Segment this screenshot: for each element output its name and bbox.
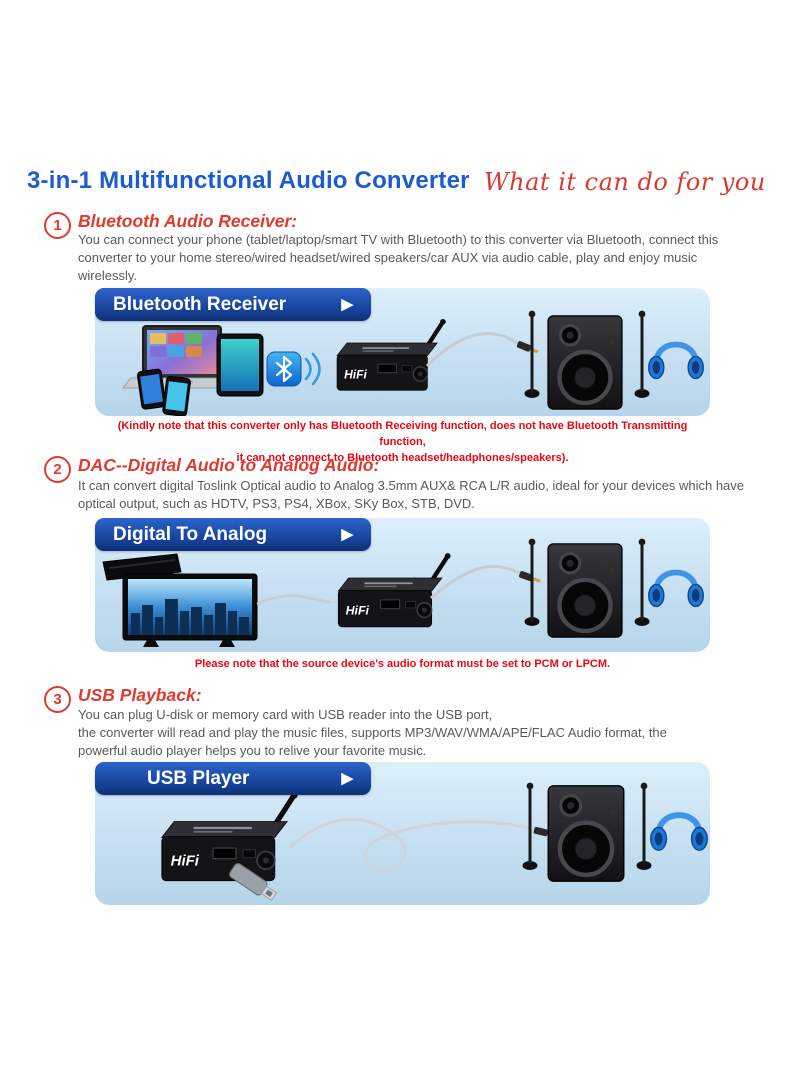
headphones-icon — [649, 573, 704, 607]
tagline: What it can do for you — [484, 168, 766, 196]
section-3-body: You can plug U-disk or memory card with … — [78, 707, 667, 758]
audio-cable — [289, 817, 540, 871]
usb-flash-drive-icon — [229, 863, 278, 902]
illustration-bluetooth-panel: Bluetooth Receiver ▶ — [95, 288, 710, 416]
signal-wave-icon — [311, 352, 321, 386]
note-line: (Kindly note that this converter only ha… — [117, 420, 688, 448]
banner-usb-player: USB Player ▶ — [95, 762, 371, 795]
banner-digital-to-analog: Digital To Analog ▶ — [95, 518, 371, 551]
note-line: Please note that the source device's aud… — [194, 658, 611, 670]
banner-arrow-icon: ▶ — [341, 296, 353, 313]
illustration-dac-panel: Digital To Analog ▶ — [95, 518, 710, 652]
section-1-heading: Bluetooth Audio Receiver: — [78, 211, 298, 231]
aux-plug-icon — [518, 570, 542, 585]
bluetooth-illustration — [121, 310, 710, 416]
bluetooth-icon — [266, 351, 321, 387]
converter-icon — [338, 553, 450, 627]
section-1-number: 1 — [44, 212, 71, 239]
illustration-usb-panel: USB Player ▶ — [95, 762, 710, 905]
converter-icon — [162, 792, 298, 881]
banner-arrow-icon: ▶ — [341, 526, 353, 543]
optical-cable — [256, 594, 332, 606]
note-dac: Please note that the source device's aud… — [95, 657, 710, 673]
speaker-icon — [548, 544, 622, 637]
headphones-icon — [651, 815, 707, 850]
antenna-icon — [524, 310, 540, 398]
antenna-icon — [634, 310, 650, 398]
banner-label: Digital To Analog — [113, 523, 268, 545]
note-line: it can not connect to Bluetooth headset/… — [236, 451, 569, 464]
speaker-icon — [548, 316, 622, 409]
antenna-icon — [524, 538, 540, 626]
section-2-body: It can convert digital Toslink Optical a… — [78, 478, 745, 511]
tv-icon — [122, 573, 258, 647]
dac-illustration — [102, 538, 710, 647]
section-3-number: 3 — [44, 686, 71, 713]
audio-cable — [430, 564, 526, 600]
page-title: 3-in-1 Multifunctional Audio Converter — [27, 167, 470, 194]
audio-cable — [425, 332, 522, 368]
antenna-icon — [636, 782, 652, 870]
note-bluetooth: (Kindly note that this converter only ha… — [95, 419, 710, 467]
section-1-body: You can connect your phone (tablet/lapto… — [78, 232, 719, 283]
signal-wave-icon — [304, 357, 312, 381]
antenna-icon — [634, 538, 650, 626]
tablet-icon — [216, 333, 264, 397]
headphones-icon — [649, 345, 704, 379]
speaker-icon — [548, 786, 624, 881]
banner-arrow-icon: ▶ — [341, 770, 353, 787]
smartphone-icon — [137, 368, 167, 410]
section-3-heading: USB Playback: — [78, 685, 202, 705]
smartphone-icon — [162, 375, 191, 416]
aux-plug-icon — [516, 340, 540, 356]
banner-label: USB Player — [147, 767, 250, 789]
city-skyline — [131, 599, 249, 635]
section-2-number: 2 — [44, 456, 71, 483]
usb-illustration — [95, 782, 710, 902]
banner-label: Bluetooth Receiver — [113, 293, 287, 315]
banner-bluetooth-receiver: Bluetooth Receiver ▶ — [95, 288, 371, 321]
converter-icon — [337, 319, 446, 390]
section-2-heading: DAC--Digital Audio to Analog Audio: — [78, 455, 380, 475]
